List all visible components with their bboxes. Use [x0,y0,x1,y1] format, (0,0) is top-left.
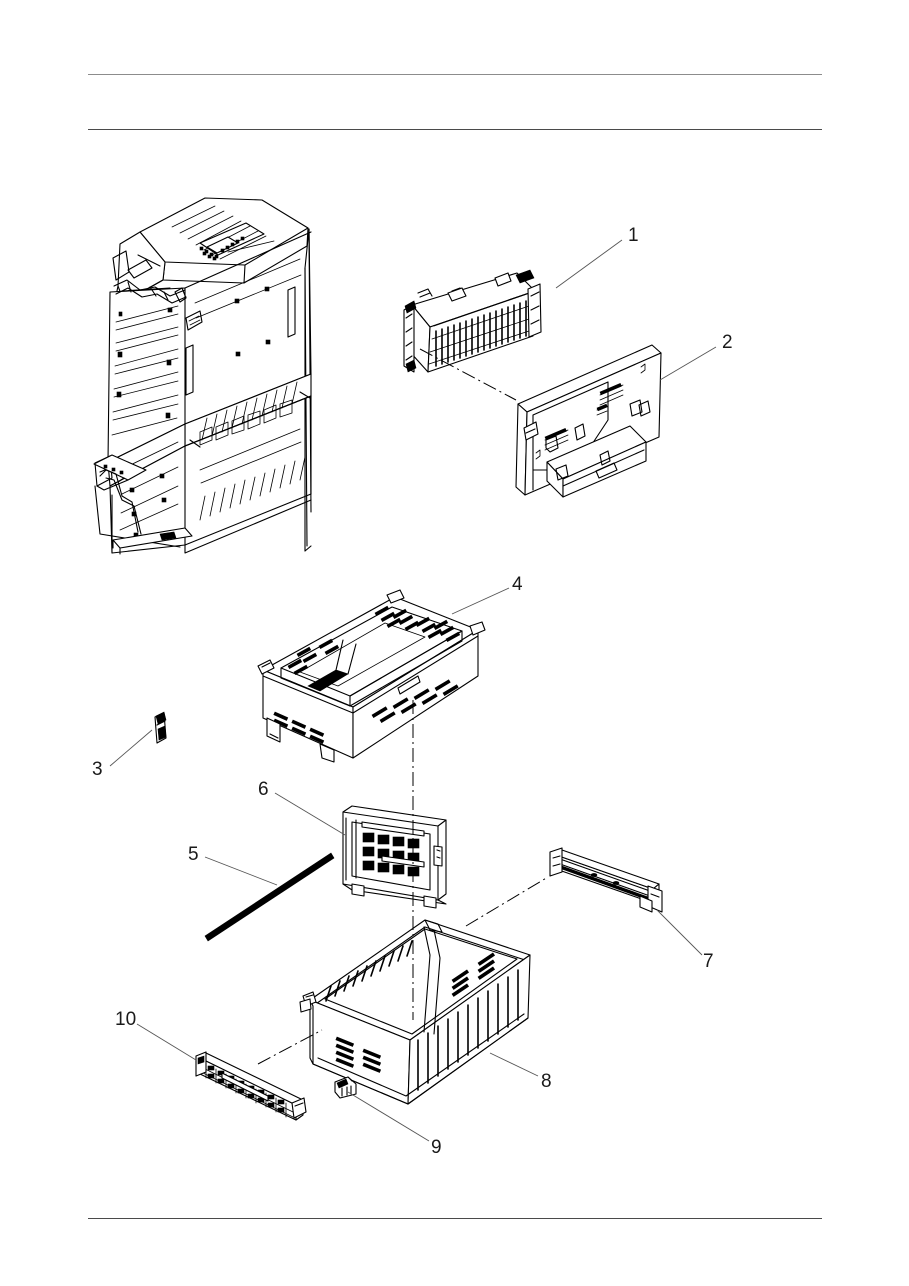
assembly-axis-7-to-basket [465,876,549,927]
part-7-slide-rail-bracket [549,847,663,913]
leader-5 [204,856,278,886]
part-6-vented-divider-panel [342,805,447,909]
page-footer [92,1224,818,1250]
header-rule-bottom [88,129,822,130]
callout-number-4: 4 [512,574,523,595]
callout-number-5: 5 [188,844,199,865]
part-8-lower-vented-basket [299,919,531,1105]
callout-number-9: 9 [431,1137,442,1158]
part-9-stopper-clip [334,1076,357,1099]
footer-rule [88,1218,822,1219]
leader-8 [489,1052,539,1077]
part-4-upper-drawer-pan [257,589,486,763]
callout-number-8: 8 [541,1071,552,1092]
callout-number-10: 10 [115,1009,137,1030]
leader-1 [555,239,623,289]
callout-number-3: 3 [92,759,103,780]
leader-4 [451,587,510,615]
callout-number-1: 1 [628,225,639,246]
part-10-perforated-rail-strip [195,1051,307,1121]
part-cabinet-frame-assembly [93,197,312,555]
assembly-axis-1-2 [419,348,517,401]
callout-number-7: 7 [703,951,714,972]
callout-number-6: 6 [258,779,269,800]
callout-number-2: 2 [722,332,733,353]
leader-7 [656,909,703,956]
part-3-plug-pin [154,711,167,744]
leader-3 [109,729,153,767]
part-2-rear-cover-panel [515,344,662,498]
leader-2 [659,346,717,381]
header-rule-top [88,74,822,75]
leader-10 [136,1023,197,1061]
part-1-evaporator-coil-assembly [403,269,542,373]
callout-leader-lines [109,239,717,1142]
leader-9 [347,1091,430,1142]
leader-6 [274,792,346,836]
part-5-support-rod [204,852,335,942]
assembly-axis-10-to-basket [257,1029,323,1065]
